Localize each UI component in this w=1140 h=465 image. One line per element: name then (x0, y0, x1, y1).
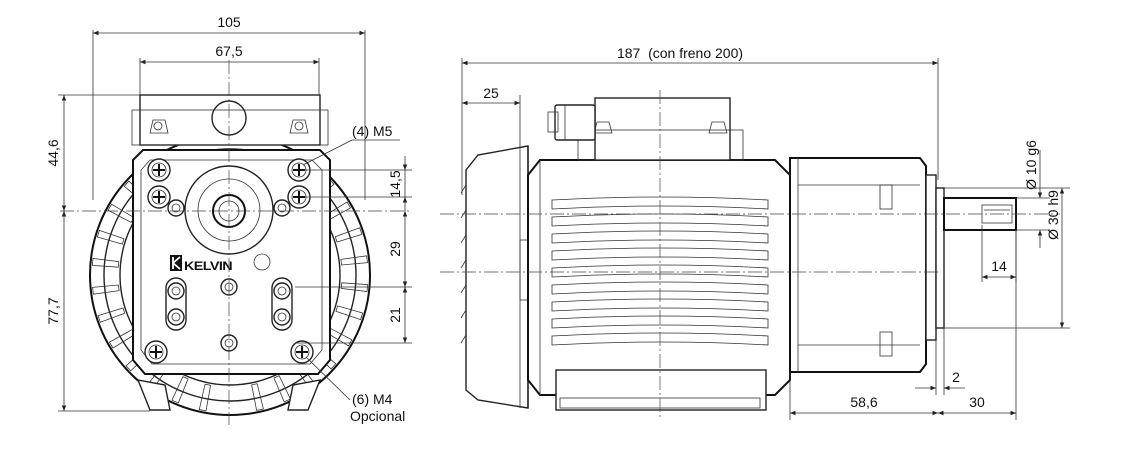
dim-key-length: 14 (991, 258, 1007, 274)
cooling-fin (551, 315, 769, 329)
side-terminal-box (547, 97, 744, 161)
side-dimensions: 187 (con freno 200) 25 Ø 10 g6 Ø 30 h9 1… (461, 45, 1070, 420)
cooling-fin (551, 298, 769, 312)
callout-m4: (6) M4 (352, 391, 393, 407)
dim-spigot-depth: 2 (952, 369, 960, 385)
housing-fin (340, 282, 369, 292)
dim-shaft-diameter: Ø 10 g6 (1023, 140, 1039, 190)
motor-feet (136, 379, 322, 411)
dim-hole-offset: 14,5 (387, 170, 403, 197)
dim-overall-length: 187 (con freno 200) (617, 45, 743, 61)
callout-m5: (4) M5 (352, 123, 393, 139)
cooling-fin (551, 264, 769, 278)
housing-fin (251, 383, 264, 411)
terminal-box (131, 94, 329, 146)
dim-lower-spacing: 21 (387, 307, 403, 323)
cooling-fin (551, 230, 769, 244)
dim-lower-height: 77,7 (45, 297, 61, 324)
housing-fin (97, 307, 126, 323)
housing-fin (91, 258, 120, 268)
housing-fin (108, 328, 136, 349)
dim-flange-width: 67,5 (215, 43, 242, 59)
callout-optional: Opcional (350, 408, 405, 424)
dim-center-spacing: 29 (387, 241, 403, 257)
cooling-fin (551, 196, 769, 210)
housing-fin (198, 383, 212, 412)
housing-fin (96, 229, 125, 245)
housing-fin (273, 375, 292, 403)
dim-overall-width: 105 (217, 14, 241, 30)
gearbox (789, 157, 945, 373)
housing-fin (335, 305, 364, 321)
housing-fin (107, 203, 135, 223)
front-view: KELVIN 105 67,5 44,6 77,7 (45, 14, 412, 425)
dim-fan-cover: 25 (483, 85, 499, 101)
dim-gearbox-length: 58,6 (850, 394, 877, 410)
brand-logo-text: KELVIN (184, 259, 232, 273)
housing-fin (340, 255, 368, 266)
dim-upper-height: 44,6 (45, 139, 61, 166)
adjustment-slots (165, 199, 293, 352)
cooling-fin (551, 247, 769, 261)
housing-fin (171, 376, 189, 404)
fan-cover (460, 145, 529, 409)
motor-body (527, 159, 791, 411)
dim-shaft-length: 30 (969, 394, 985, 410)
dim-spigot-diameter: Ø 30 h9 (1045, 190, 1061, 240)
housing-fin (334, 227, 363, 243)
brand-logo: KELVIN (170, 255, 233, 273)
front-dimensions: 105 67,5 44,6 77,7 14,5 29 21 (45, 14, 412, 424)
housing-fin (92, 284, 120, 295)
cooling-fin (551, 332, 769, 346)
cooling-fin (551, 281, 769, 295)
side-view: 187 (con freno 200) 25 Ø 10 g6 Ø 30 h9 1… (440, 45, 1070, 420)
